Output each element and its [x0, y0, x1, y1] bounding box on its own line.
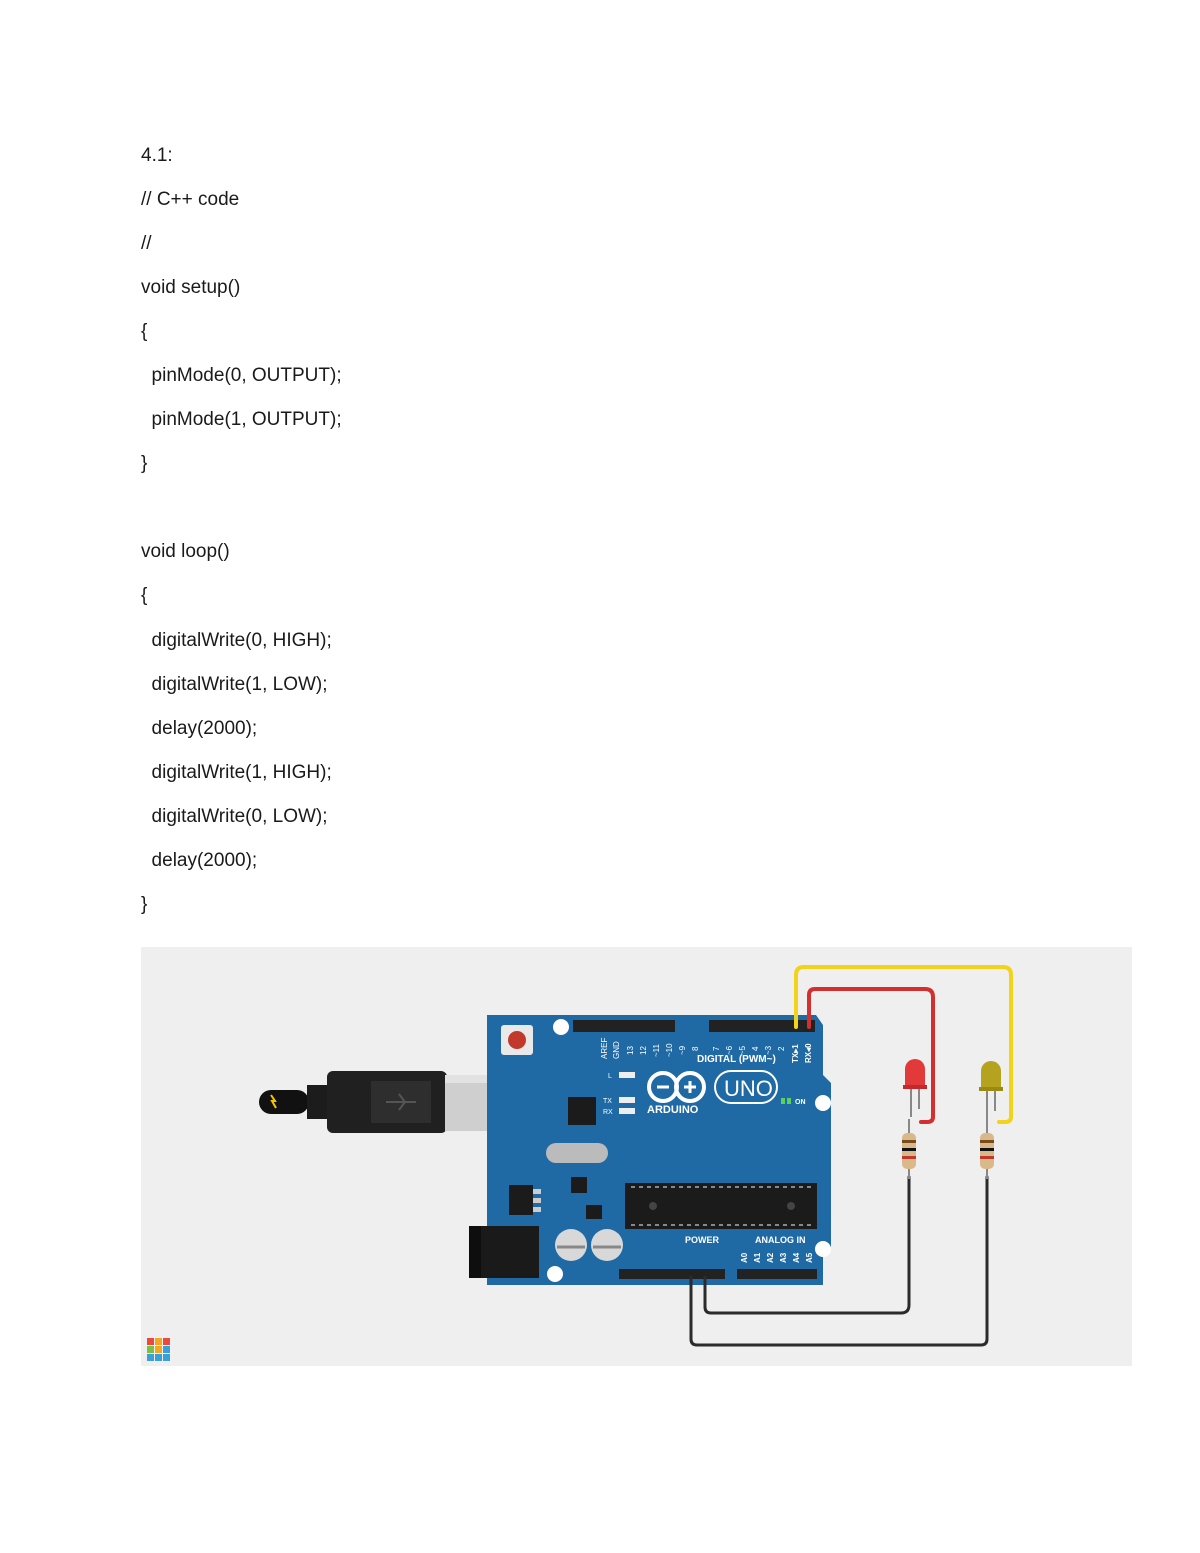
code-line: pinMode(0, OUTPUT);	[141, 365, 342, 386]
code-line: {	[141, 321, 148, 342]
code-line: pinMode(1, OUTPUT);	[141, 409, 342, 430]
code-line: void loop()	[141, 541, 230, 562]
svg-text:2: 2	[777, 1046, 786, 1051]
yellow-led	[979, 1061, 1003, 1119]
heading-label: 4.1:	[141, 145, 173, 166]
capacitors	[555, 1229, 623, 1261]
status-leds: L TX RX	[603, 1072, 635, 1116]
code-line: //	[141, 233, 152, 254]
power-header	[619, 1269, 817, 1279]
code-line: digitalWrite(1, LOW);	[141, 674, 328, 695]
code-line: digitalWrite(0, HIGH);	[141, 630, 332, 651]
svg-text:A0: A0	[740, 1252, 749, 1263]
pin-tx-label: TX▸1	[791, 1044, 800, 1063]
svg-text:13: 13	[626, 1046, 635, 1055]
brand-label: ARDUINO	[647, 1104, 699, 1116]
svg-text:A2: A2	[766, 1252, 775, 1263]
svg-text:7: 7	[712, 1046, 721, 1051]
analog-pin-labels: A0 A1 A2 A3 A4 A5	[740, 1252, 814, 1263]
svg-text:~10: ~10	[665, 1043, 674, 1057]
svg-text:TX: TX	[603, 1098, 612, 1105]
black-wire-1	[703, 1175, 911, 1315]
svg-text:~9: ~9	[678, 1045, 687, 1055]
red-led	[903, 1059, 927, 1117]
svg-text:RX: RX	[603, 1109, 613, 1116]
svg-text:12: 12	[639, 1046, 648, 1055]
pin-rx-label: RX◂0	[804, 1043, 813, 1063]
digital-label: DIGITAL (PWM~)	[697, 1054, 776, 1065]
svg-text:A5: A5	[805, 1252, 814, 1263]
arduino-logo-icon	[647, 1071, 706, 1103]
svg-text:8: 8	[691, 1046, 700, 1051]
model-label: UNO	[724, 1076, 773, 1101]
code-line: void setup()	[141, 277, 241, 298]
code-line: digitalWrite(1, HIGH);	[141, 762, 332, 783]
digital-header	[573, 1020, 815, 1032]
black-wire-2	[689, 1175, 989, 1347]
resistor-1	[902, 1119, 916, 1179]
svg-text:AREF: AREF	[600, 1038, 609, 1059]
arduino-board: AREF GND 13 12 ~11 ~10 ~9 8 7 ~6 ~5 4 ~3…	[469, 1015, 831, 1285]
power-jack	[469, 1226, 539, 1278]
svg-text:~3: ~3	[764, 1045, 773, 1055]
reset-button-icon	[501, 1025, 533, 1055]
code-line: digitalWrite(0, LOW);	[141, 806, 328, 827]
red-wire	[807, 987, 935, 1124]
power-label: POWER	[685, 1235, 720, 1245]
code-line: }	[141, 453, 148, 474]
analog-label: ANALOG IN	[755, 1235, 806, 1245]
wires	[689, 965, 1013, 1347]
svg-text:4: 4	[751, 1046, 760, 1051]
code-line: delay(2000);	[141, 850, 258, 871]
resistor-2	[980, 1119, 994, 1179]
pin-labels: AREF GND 13 12 ~11 ~10 ~9 8 7 ~6 ~5 4 ~3…	[600, 1038, 786, 1059]
svg-text:~5: ~5	[738, 1045, 747, 1055]
svg-text:A4: A4	[792, 1252, 801, 1263]
svg-text:A3: A3	[779, 1252, 788, 1263]
code-line: delay(2000);	[141, 718, 258, 739]
svg-text:GND: GND	[612, 1041, 621, 1059]
usb-icon	[386, 1093, 416, 1111]
circuit-figure: AREF GND 13 12 ~11 ~10 ~9 8 7 ~6 ~5 4 ~3…	[141, 947, 1132, 1366]
code-line: }	[141, 894, 148, 915]
svg-text:~6: ~6	[725, 1045, 734, 1055]
yellow-wire	[794, 965, 1013, 1124]
on-label: ON	[795, 1099, 806, 1106]
microcontroller-chip	[625, 1183, 817, 1229]
svg-text:~11: ~11	[652, 1043, 661, 1057]
circuit-diagram: AREF GND 13 12 ~11 ~10 ~9 8 7 ~6 ~5 4 ~3…	[147, 965, 1013, 1361]
code-line: {	[141, 585, 148, 606]
svg-text:A1: A1	[753, 1252, 762, 1263]
tinkercad-logo-icon	[147, 1338, 170, 1361]
code-line: // C++ code	[141, 189, 240, 210]
svg-text:L: L	[608, 1073, 612, 1080]
